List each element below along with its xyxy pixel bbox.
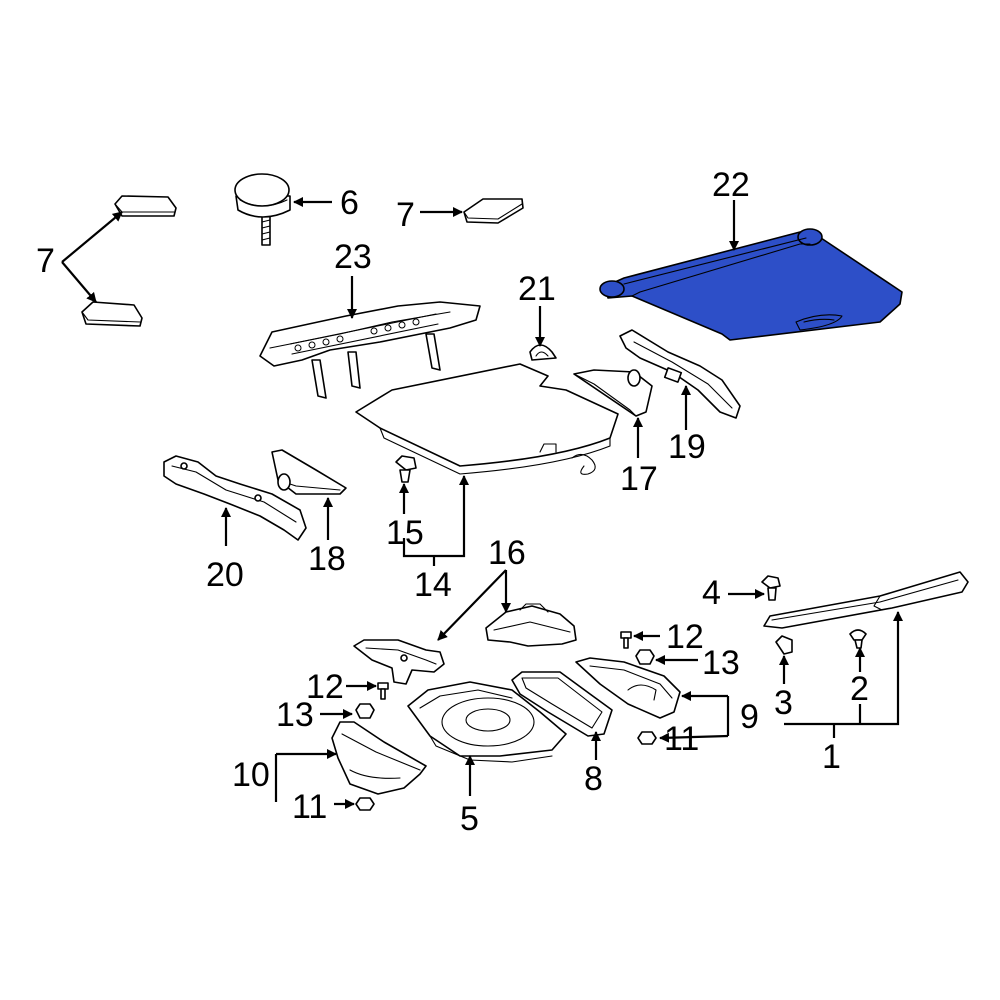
callout-13[interactable]: 13 [276, 696, 314, 734]
part-11-clip-right[interactable] [637, 731, 657, 745]
part-23-bracket[interactable] [259, 301, 481, 399]
part-16-bracket-right[interactable] [485, 603, 577, 647]
callout-4[interactable]: 4 [702, 574, 721, 612]
leader-lines [61, 197, 903, 809]
part-22-tonneau-cover[interactable] [599, 228, 903, 341]
callout-8[interactable]: 8 [584, 760, 603, 798]
callout-labels: 7 6 7 23 21 22 19 17 20 18 15 14 16 4 12… [36, 166, 869, 838]
part-7-pad-upper[interactable] [114, 195, 177, 217]
part-12-bolt-upper[interactable] [620, 631, 632, 649]
callout-22[interactable]: 22 [712, 166, 750, 204]
part-19-side-member[interactable] [619, 329, 741, 419]
callout-11[interactable]: 11 [664, 720, 699, 758]
part-20-side-member[interactable] [163, 455, 307, 541]
part-7-pad-middle[interactable] [463, 198, 524, 224]
part-1-sill-plate[interactable] [763, 571, 969, 629]
callout-20[interactable]: 20 [206, 556, 244, 594]
part-10-box[interactable] [331, 721, 427, 795]
callout-6[interactable]: 6 [340, 184, 359, 222]
part-18-trim[interactable] [271, 449, 347, 495]
callout-7[interactable]: 7 [396, 196, 415, 234]
callout-21[interactable]: 21 [518, 270, 556, 308]
callout-12[interactable]: 12 [666, 618, 704, 656]
callout-19[interactable]: 19 [668, 428, 706, 466]
callout-10[interactable]: 10 [232, 756, 270, 794]
callout-2[interactable]: 2 [850, 670, 869, 708]
part-11-clip-left[interactable] [355, 797, 375, 811]
part-13-nut-lower[interactable] [355, 703, 375, 719]
callout-13[interactable]: 13 [702, 644, 740, 682]
part-3-clip[interactable] [775, 635, 793, 655]
callout-18[interactable]: 18 [308, 540, 346, 578]
callout-3[interactable]: 3 [774, 684, 793, 722]
part-12-bolt-lower[interactable] [377, 682, 389, 700]
callout-7[interactable]: 7 [36, 242, 55, 280]
part-7-pad-lower[interactable] [81, 301, 143, 327]
callout-17[interactable]: 17 [620, 460, 658, 498]
part-13-nut-upper[interactable] [635, 649, 655, 665]
callout-11[interactable]: 11 [292, 788, 327, 826]
part-6-knob[interactable] [234, 173, 291, 246]
callout-23[interactable]: 23 [334, 238, 372, 276]
callout-5[interactable]: 5 [460, 800, 479, 838]
callout-16[interactable]: 16 [488, 534, 526, 572]
part-4-clip[interactable] [761, 575, 781, 601]
part-15-clip[interactable] [395, 455, 417, 483]
part-2-clip[interactable] [849, 629, 867, 649]
part-14-floor-panel[interactable] [355, 363, 619, 475]
part-17-trim[interactable] [573, 369, 653, 417]
callout-9[interactable]: 9 [740, 698, 759, 736]
callout-14[interactable]: 14 [414, 566, 452, 604]
callout-1[interactable]: 1 [822, 738, 841, 776]
part-16-bracket-left[interactable] [353, 639, 445, 685]
part-21-clip[interactable] [529, 344, 557, 361]
callout-12[interactable]: 12 [306, 668, 344, 706]
part-8-tray[interactable] [511, 671, 613, 737]
callout-15[interactable]: 15 [386, 514, 424, 552]
part-5-tray[interactable] [407, 681, 567, 763]
